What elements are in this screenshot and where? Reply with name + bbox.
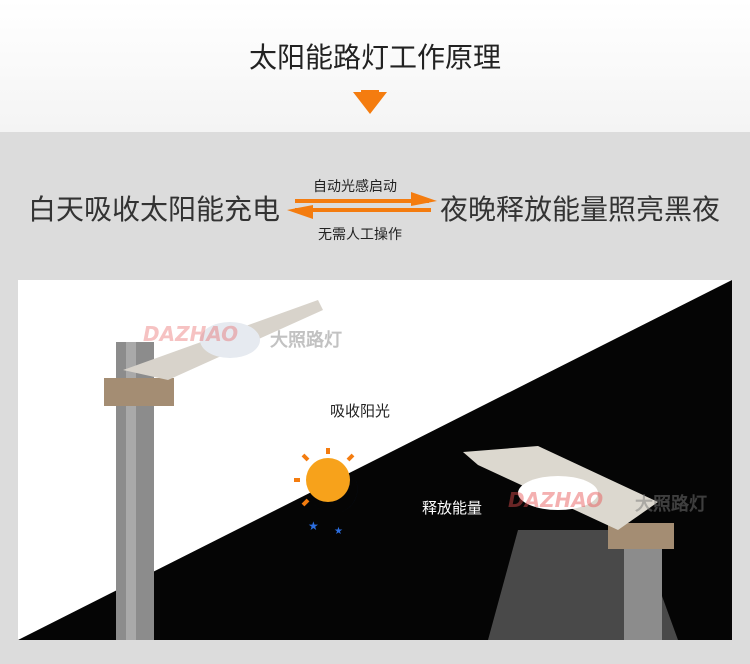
- watermark-night: DAZHAO: [508, 488, 604, 512]
- watermark-day: DAZHAO: [143, 322, 239, 346]
- day-charging-text: 白天吸收太阳能充电: [28, 193, 281, 226]
- night-street-lamp: [463, 446, 678, 640]
- auto-light-sensor-label: 自动光感启动: [313, 179, 397, 195]
- release-energy-label: 释放能量: [422, 499, 483, 517]
- night-lighting-text: 夜晚释放能量照亮黑夜: [440, 193, 721, 226]
- day-night-scene: ★ ★ DAZHAO 大照路灯 DAZHAO 大照路灯 吸收阳光 释放能量: [18, 280, 732, 640]
- watermark-night-cn: 大照路灯: [635, 494, 707, 515]
- watermark-day-cn: 大照路灯: [270, 330, 342, 351]
- absorb-sunlight-label: 吸收阳光: [330, 402, 391, 420]
- svg-text:★: ★: [334, 526, 343, 537]
- day-street-lamp: [104, 300, 323, 640]
- no-manual-operation-label: 无需人工操作: [318, 227, 402, 243]
- page-title: 太阳能路灯工作原理: [248, 41, 501, 74]
- sun-moon-icon: ★ ★: [294, 448, 358, 537]
- down-arrow-icon: [353, 92, 387, 114]
- svg-text:★: ★: [308, 519, 319, 533]
- bidirectional-arrows-icon: [287, 192, 437, 219]
